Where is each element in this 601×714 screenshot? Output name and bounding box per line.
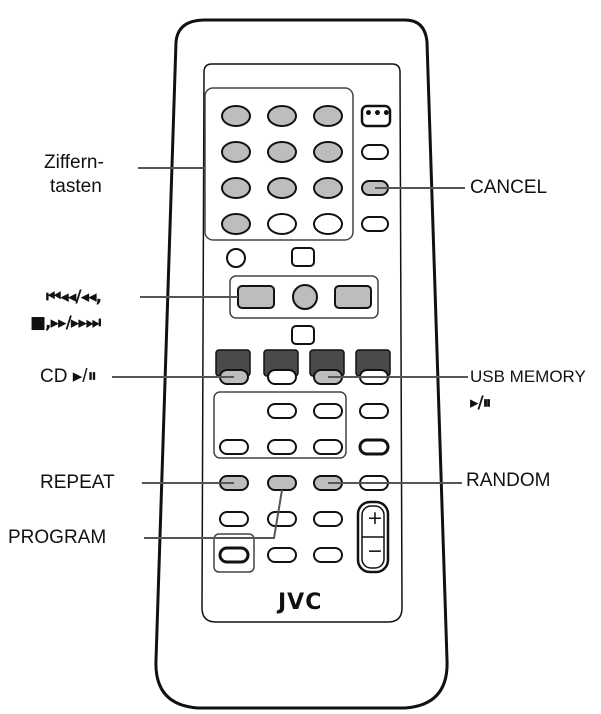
numeric-key[interactable] — [313, 141, 343, 163]
numeric-keys-label-line2: tasten — [50, 176, 102, 197]
numeric-key[interactable] — [267, 213, 297, 235]
lower-key[interactable] — [313, 439, 343, 455]
numeric-key[interactable] — [267, 177, 297, 199]
numeric-key[interactable] — [313, 105, 343, 127]
volume-minus-sign: − — [367, 540, 383, 562]
numeric-keys-label-line1: Ziffern- — [44, 152, 104, 173]
bottom-key[interactable] — [219, 511, 249, 527]
skip-label-line2: ■,▸▸/▸▸⏭ — [30, 313, 101, 333]
lower-key[interactable] — [267, 439, 297, 455]
numeric-key[interactable] — [313, 177, 343, 199]
leader-lines — [112, 167, 468, 539]
square-key-top[interactable] — [291, 247, 315, 267]
bottom-frame — [213, 533, 255, 573]
numeric-key[interactable] — [221, 177, 251, 199]
numeric-keypad-frame — [204, 87, 354, 241]
dots-button[interactable] — [360, 104, 392, 128]
volume-plus-sign: + — [367, 507, 383, 529]
numeric-key[interactable] — [267, 105, 297, 127]
lower-frame — [213, 391, 347, 459]
round-key[interactable] — [226, 248, 246, 268]
usb-memory-label-line1: USB MEMORY — [470, 367, 586, 386]
numeric-key[interactable] — [221, 213, 251, 235]
right-key-3[interactable] — [361, 216, 389, 232]
program-button[interactable] — [267, 475, 297, 491]
play-key-2[interactable] — [267, 369, 297, 385]
program-label: PROGRAM — [8, 527, 107, 548]
cd-play-label: CD ▸/⏸ — [40, 366, 98, 387]
bottom-key[interactable] — [267, 547, 297, 563]
bottom-key[interactable] — [313, 511, 343, 527]
lower-key[interactable] — [313, 403, 343, 419]
lower-key[interactable] — [219, 439, 249, 455]
bottom-key[interactable] — [218, 546, 250, 564]
numeric-keypad — [221, 105, 343, 235]
repeat-label: REPEAT — [40, 472, 115, 493]
skip-forward-button[interactable] — [334, 285, 372, 309]
usb-memory-label-line2: ▸/⏸ — [470, 393, 491, 413]
lower-key[interactable] — [359, 403, 389, 419]
jvc-logo: JVC — [278, 590, 323, 615]
lower-key[interactable] — [267, 403, 297, 419]
leader-program — [144, 489, 283, 539]
numeric-key[interactable] — [267, 141, 297, 163]
lower-key[interactable] — [358, 438, 390, 456]
skip-label-line1: ⏮◂◂/◂◂, — [46, 287, 102, 307]
random-label: RANDOM — [466, 470, 551, 491]
bottom-key[interactable] — [313, 547, 343, 563]
numeric-key[interactable] — [313, 213, 343, 235]
right-key-1[interactable] — [361, 144, 389, 160]
cancel-label: CANCEL — [470, 177, 548, 198]
stop-button[interactable] — [292, 284, 318, 310]
dots-button-glyph: ••• — [364, 106, 391, 122]
numeric-key[interactable] — [221, 141, 251, 163]
numeric-key[interactable] — [221, 105, 251, 127]
bottom-key[interactable] — [267, 511, 297, 527]
square-key-mid[interactable] — [291, 325, 315, 345]
skip-back-button[interactable] — [237, 285, 275, 309]
